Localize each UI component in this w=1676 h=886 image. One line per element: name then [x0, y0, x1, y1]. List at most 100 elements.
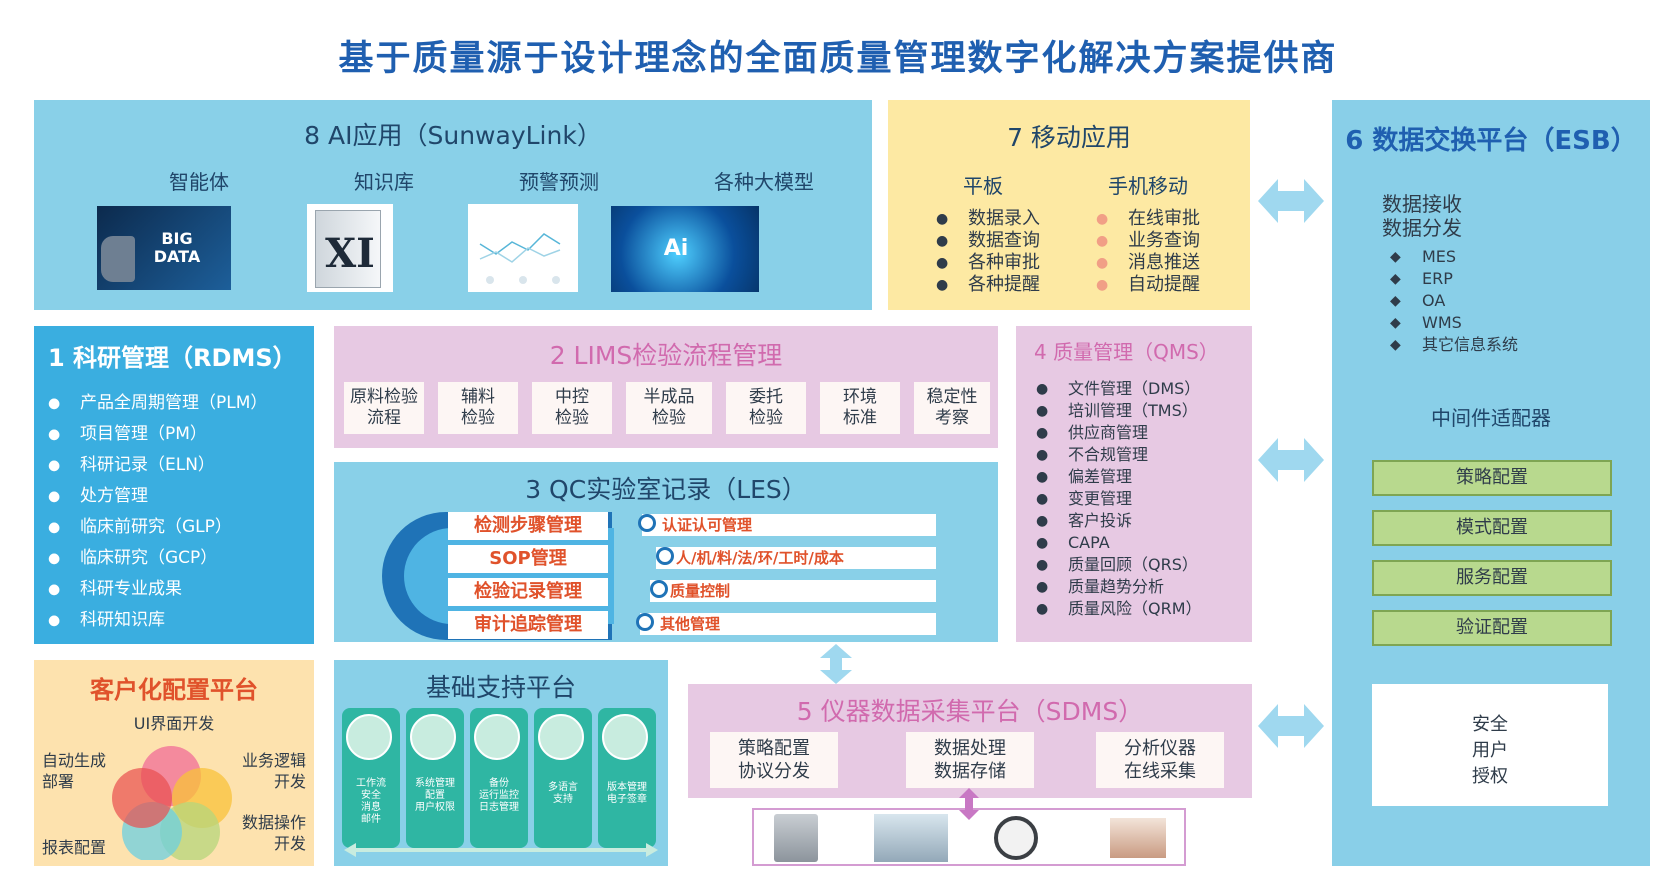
les-left-steps: 检测步骤管理 [448, 512, 608, 540]
bullet-icon: ● [936, 255, 949, 271]
bullet-icon: ● [48, 395, 61, 411]
ring-icon [656, 547, 674, 565]
esb-middleware: 中间件适配器 [1431, 406, 1551, 430]
les-right-resources: 人/机/料/法/环/工时/成本 [656, 547, 936, 569]
list-item: ●自动提醒 [1096, 274, 1200, 295]
les-right-cert: 认证认可管理 [642, 514, 936, 536]
list-item: ●各种提醒 [936, 274, 1040, 295]
security-box: 安全 用户 授权 [1372, 684, 1608, 806]
esb-heading: 6 数据交换平台（ESB） [1345, 126, 1637, 156]
crystal-reports-image: XI [307, 204, 393, 292]
pillar-system: 系统管理配置用户权限 [406, 708, 464, 848]
security-label: 安全 [1472, 714, 1508, 735]
list-item: ●质量回顾（QRS） [1036, 555, 1198, 574]
sdms-item-strategy: 策略配置协议分发 [710, 732, 838, 788]
lims-item-process: 中控检验 [532, 382, 612, 434]
mobile-heading: 7 移动应用 [1007, 123, 1131, 152]
custom-logic-dev: 业务逻辑开发 [241, 751, 306, 791]
les-right-qc: 质量控制 [650, 580, 936, 602]
ai-label: Ai [663, 236, 689, 261]
list-item: ●科研专业成果 [48, 574, 308, 605]
bullet-icon: ● [48, 550, 61, 566]
bullet-icon: ● [48, 519, 61, 535]
rdms-panel: 1 科研管理（RDMS） ●产品全周期管理（PLM） ●项目管理（PM） ●科研… [34, 326, 314, 644]
qms-heading: 4 质量管理（QMS） [1034, 340, 1219, 364]
list-item: ●质量趋势分析 [1036, 577, 1165, 596]
list-item: ●客户投诉 [1036, 511, 1133, 530]
list-item: ●变更管理 [1036, 489, 1133, 508]
bullet-icon: ● [1036, 601, 1049, 617]
list-item: ●数据录入 [936, 208, 1040, 229]
list-item: ●临床前研究（GLP） [48, 512, 308, 543]
arrow-sdms-instruments [959, 788, 979, 820]
pillar-circle [346, 714, 392, 760]
bullet-icon: ● [1036, 403, 1049, 419]
diamond-icon: ◆ [1390, 293, 1401, 309]
sdms-item-instruments: 分析仪器在线采集 [1096, 732, 1224, 788]
bullet-icon: ● [1036, 447, 1049, 463]
pillar-text: 系统管理配置用户权限 [415, 778, 455, 813]
pillar-circle [602, 714, 648, 760]
pillar-circle [474, 714, 520, 760]
pillar-backup: 备份运行监控日志管理 [470, 708, 528, 848]
lims-heading: 2 LIMS检验流程管理 [549, 341, 783, 370]
bullet-icon: ● [1036, 557, 1049, 573]
list-item: ●文件管理（DMS） [1036, 379, 1201, 398]
qms-panel: 4 质量管理（QMS） ●文件管理（DMS） ●培训管理（TMS） ●供应商管理… [1016, 326, 1252, 642]
diamond-icon: ◆ [1390, 271, 1401, 287]
ring-icon [636, 613, 654, 631]
esb-panel: 6 数据交换平台（ESB） 数据接收 数据分发 ◆MES ◆ERP ◆OA ◆W… [1332, 100, 1650, 866]
pillar-text: 工作流安全消息邮件 [356, 778, 386, 825]
les-arc-inner [404, 528, 614, 624]
ai-item-models: 各种大模型 [714, 170, 814, 194]
bullet-icon: ● [48, 488, 61, 504]
sdms-panel: 5 仪器数据采集平台（SDMS） 策略配置协议分发 数据处理数据存储 分析仪器在… [688, 684, 1252, 798]
mobile-tablet-title: 平板 [963, 174, 1003, 198]
arrow-sdms-esb [1258, 704, 1324, 748]
ai-item-warning: 预警预测 [519, 170, 599, 194]
list-item: ◆WMS [1390, 313, 1462, 332]
instrument-lab-image [874, 814, 948, 862]
lims-item-raw: 原料检验流程 [344, 382, 424, 434]
venn-circle-red [112, 768, 172, 828]
mobile-phone-list: ●在线审批 ●业务查询 ●消息推送 ●自动提醒 [1096, 208, 1246, 296]
diamond-icon: ◆ [1390, 315, 1401, 331]
esb-distribute: 数据分发 [1382, 216, 1462, 240]
trend-chart-image [468, 204, 578, 292]
mobile-panel: 7 移动应用 平板 手机移动 ●数据录入 ●数据查询 ●各种审批 ●各种提醒 ●… [888, 100, 1250, 310]
base-panel: 基础支持平台 工作流安全消息邮件 系统管理配置用户权限 备份运行监控日志管理 多… [334, 660, 668, 866]
ring-icon [638, 514, 656, 532]
rdms-heading: 1 科研管理（RDMS） [48, 344, 297, 372]
custom-ui-dev: UI界面开发 [133, 714, 215, 733]
lims-item-environment: 环境标准 [820, 382, 900, 434]
mobile-tablet-list: ●数据录入 ●数据查询 ●各种审批 ●各种提醒 [936, 208, 1086, 296]
bullet-icon: ● [936, 233, 949, 249]
big-data-label: BIG DATA [153, 229, 201, 266]
diamond-icon: ◆ [1390, 249, 1401, 265]
bullet-icon: ● [936, 211, 949, 227]
bullet-icon: ● [1096, 233, 1109, 249]
les-panel: 3 QC实验室记录（LES） 检测步骤管理 SOP管理 检验记录管理 审计追踪管… [334, 462, 998, 642]
list-item: ●产品全周期管理（PLM） [48, 388, 308, 419]
custom-heading: 客户化配置平台 [90, 676, 258, 704]
list-item: ●培训管理（TMS） [1036, 401, 1198, 420]
config-service: 服务配置 [1372, 560, 1612, 596]
list-item: ●项目管理（PM） [48, 419, 308, 450]
les-left-sop: SOP管理 [448, 545, 608, 573]
instrument-gauge-image [994, 816, 1038, 860]
ring-icon [650, 580, 668, 598]
list-item: ◆其它信息系统 [1390, 335, 1519, 354]
list-item: ●业务查询 [1096, 230, 1200, 251]
bullet-icon: ● [48, 426, 61, 442]
list-item: ●供应商管理 [1036, 423, 1149, 442]
list-item: ◆MES [1390, 247, 1457, 266]
les-left-records: 检验记录管理 [448, 578, 608, 606]
ai-item-knowledge: 知识库 [354, 170, 414, 194]
list-item: ●科研知识库 [48, 605, 308, 636]
custom-data-dev: 数据操作开发 [241, 813, 306, 853]
list-item: ●偏差管理 [1036, 467, 1133, 486]
list-item: ●质量风险（QRM） [1036, 599, 1202, 618]
list-item: ●CAPA [1036, 533, 1110, 552]
pillar-language: 多语言支持 [534, 708, 592, 848]
bullet-icon: ● [1096, 255, 1109, 271]
